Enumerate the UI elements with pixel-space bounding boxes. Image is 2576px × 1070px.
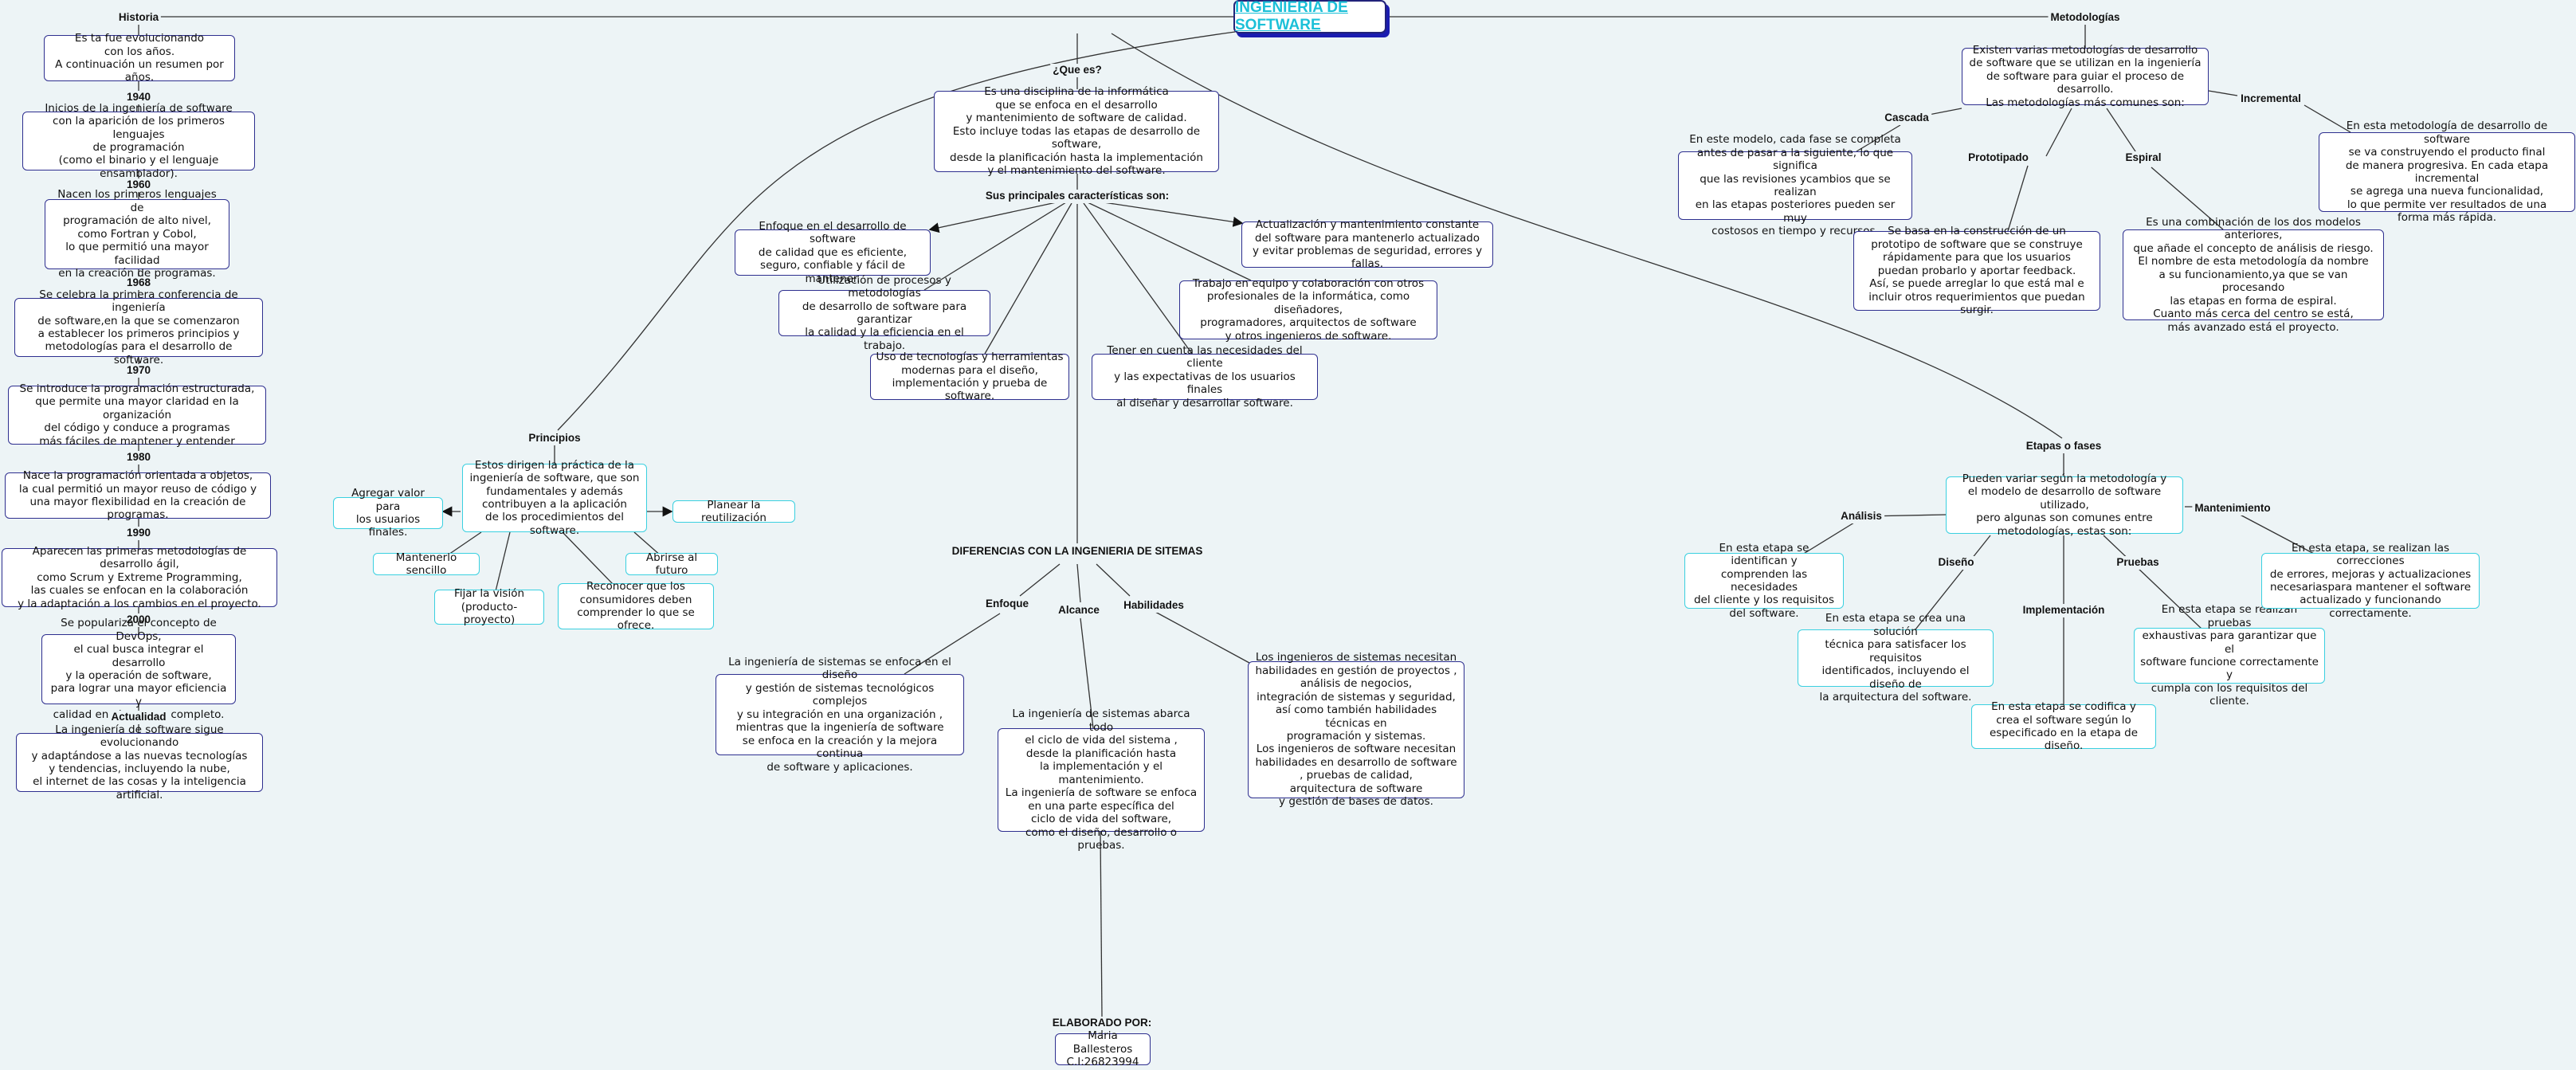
historia-1990: Aparecen las primeras metodologías de de… — [2, 545, 277, 610]
principios-label: Principios — [526, 432, 583, 445]
principio-sencillo: Mantenerlo sencillo — [373, 551, 480, 577]
diferencia-enfoque: La ingeniería de sistemas se enfoca en e… — [716, 656, 964, 774]
caracteristica-actualizacion: Actualización y mantenimiento constante … — [1241, 218, 1493, 270]
caracteristica-equipo: Trabajo en equipo y colaboración con otr… — [1179, 277, 1437, 343]
etapa-mantenimiento: En esta etapa, se realizan las correccio… — [2261, 542, 2480, 620]
actualidad-label: Actualidad — [108, 711, 169, 724]
principio-agregar-valor: Agregar valor para los usuarios finales. — [333, 487, 443, 539]
year-1970: 1970 — [124, 364, 154, 378]
habilidades-label: Habilidades — [1121, 599, 1186, 613]
caracteristica-cliente: Tener en cuenta las necesidades del clie… — [1092, 344, 1318, 410]
principios-definition: Estos dirigen la práctica de la ingenier… — [462, 459, 647, 537]
caracteristica-procesos: Utilización de procesos y metodologías d… — [778, 274, 990, 352]
metodologia-prototipado: Se basa en la construcción de un prototi… — [1853, 225, 2100, 316]
cascada-label: Cascada — [1882, 112, 1931, 125]
implementacion-label: Implementación — [2020, 604, 2107, 617]
historia-1970: Se introduce la programación estructurad… — [8, 382, 266, 448]
year-1980: 1980 — [124, 451, 154, 464]
principio-futuro: Abrirse al futuro — [625, 551, 718, 577]
diferencia-habilidades: Los ingenieros de sistemas necesitan hab… — [1248, 651, 1464, 808]
historia-2000: Se populariza el concepto de DevOps, el … — [41, 617, 236, 721]
metodologia-espiral: Es una combinación de los dos modelos an… — [2123, 216, 2384, 334]
espiral-label: Espiral — [2123, 151, 2164, 165]
historia-label: Historia — [116, 11, 162, 25]
year-1968: 1968 — [124, 276, 154, 290]
etapa-diseno: En esta etapa se crea una solución técni… — [1798, 612, 1994, 704]
metodologias-definition: Existen varias metodologías de desarroll… — [1962, 44, 2209, 109]
elaborado-por-label: ELABORADO POR: — [1049, 1017, 1155, 1030]
metodologia-incremental: En esta metodología de desarrollo de sof… — [2319, 120, 2575, 224]
diferencias-label: DIFERENCIAS CON LA INGENIERIA DE SITEMAS — [949, 545, 1206, 559]
mantenimiento-label: Mantenimiento — [2192, 502, 2273, 515]
principio-reutilizacion: Planear la reutilización — [672, 499, 795, 524]
pruebas-label: Pruebas — [2114, 556, 2162, 570]
diseno-label: Diseño — [1935, 556, 1977, 570]
year-1960: 1960 — [124, 178, 154, 192]
analisis-label: Análisis — [1838, 510, 1884, 523]
metodologia-cascada: En este modelo, cada fase se completa an… — [1678, 133, 1912, 237]
year-1990: 1990 — [124, 527, 154, 540]
main-title: INGENIERIA DE SOFTWARE — [1233, 0, 1386, 33]
caracteristicas-label: Sus principales características son: — [982, 190, 1172, 203]
diferencia-alcance: La ingeniería de sistemas abarca todo el… — [998, 707, 1205, 852]
etapas-definition: Pueden variar según la metodología y el … — [1946, 472, 2183, 538]
autor-info: Maria Ballesteros C.I:26823994 — [1055, 1029, 1151, 1068]
alcance-label: Alcance — [1056, 604, 1102, 617]
etapa-implementacion: En esta etapa se codifica y crea el soft… — [1971, 700, 2156, 752]
etapas-label: Etapas o fases — [2023, 440, 2104, 453]
que-es-definition: Es una disciplina de la informática que … — [934, 85, 1219, 177]
caracteristica-calidad: Enfoque en el desarrollo de software de … — [735, 220, 931, 285]
historia-1960: Nacen los primeros lenguajes de programa… — [45, 188, 229, 280]
caracteristica-tecnologias: Uso de tecnologías y herramientas modern… — [870, 351, 1069, 402]
etapa-analisis: En esta etapa se identifican y comprende… — [1684, 542, 1844, 620]
historia-intro: Es ta fue evolucionando con los años. A … — [44, 32, 235, 84]
year-2000: 2000 — [124, 613, 154, 627]
principio-consumidores: Reconocer que los consumidores deben com… — [558, 580, 714, 632]
metodologias-label: Metodologías — [2048, 11, 2123, 25]
etapa-pruebas: En esta etapa se realizan pruebas exhaus… — [2134, 603, 2325, 707]
historia-1968: Se celebra la primera conferencia de ing… — [14, 288, 263, 366]
year-1940: 1940 — [124, 91, 154, 104]
enfoque-label: Enfoque — [983, 598, 1031, 611]
que-es-label: ¿Que es? — [1050, 64, 1104, 77]
prototipado-label: Prototipado — [1966, 151, 2031, 165]
principio-vision: Fijar la visión (producto-proyecto) — [434, 587, 544, 626]
incremental-label: Incremental — [2238, 92, 2304, 106]
historia-1940: Inicios de la ingeniería de software con… — [22, 102, 255, 180]
historia-actualidad: La ingeniería de software sigue evolucio… — [16, 723, 263, 802]
historia-1980: Nace la programación orientada a objetos… — [5, 469, 271, 521]
